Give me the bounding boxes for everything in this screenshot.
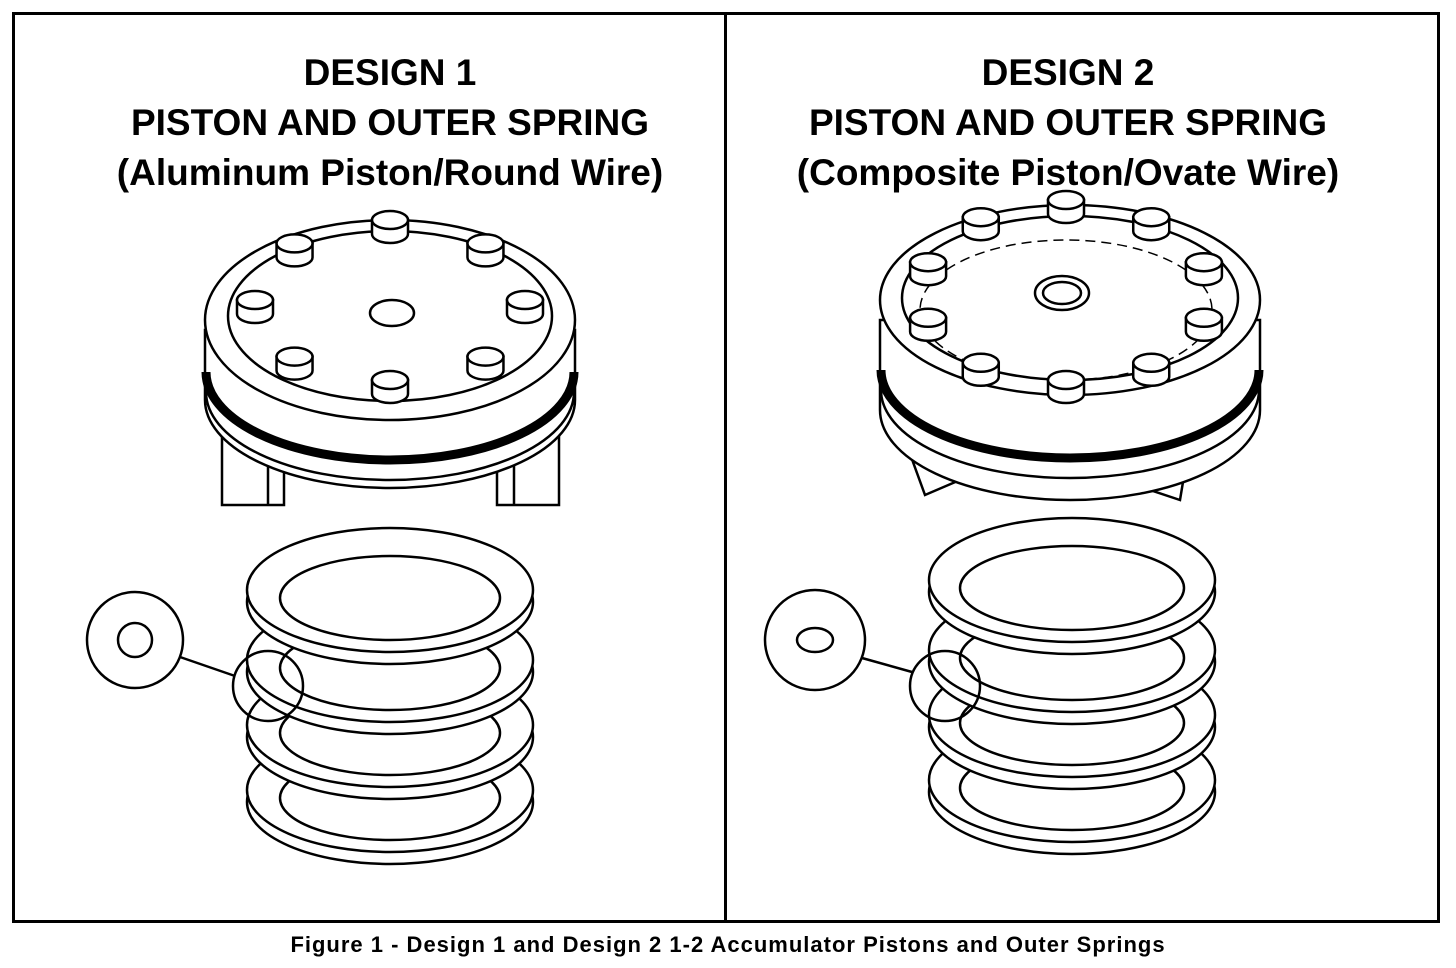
design-1-piston-pins xyxy=(235,209,545,405)
design-2-subtitle: PISTON AND OUTER SPRING xyxy=(808,102,1328,143)
pin-top xyxy=(370,209,410,231)
spring-coil xyxy=(245,526,535,654)
design-1-title: DESIGN 1 xyxy=(303,52,477,93)
pin-top xyxy=(908,307,948,329)
pin-top xyxy=(466,346,505,367)
spring-coil xyxy=(927,516,1217,644)
pin-top xyxy=(235,289,275,311)
design-2-outer-spring xyxy=(927,516,1217,856)
design-1-heading: DESIGN 1 PISTON AND OUTER SPRING (Alumin… xyxy=(40,48,740,198)
pin-top xyxy=(275,233,314,254)
pin-top xyxy=(1046,189,1086,211)
pin-top xyxy=(908,251,948,273)
design-2-detail: (Composite Piston/Ovate Wire) xyxy=(796,152,1340,193)
pin-top xyxy=(1184,307,1224,329)
spring-coil-inner xyxy=(278,554,502,642)
design-1-outer-spring xyxy=(245,526,535,866)
design-1-aluminum-piston xyxy=(201,209,579,507)
design-2-piston-pins xyxy=(908,189,1224,405)
pin-top xyxy=(1131,352,1171,374)
design-1-subtitle: PISTON AND OUTER SPRING xyxy=(130,102,650,143)
design-2-title: DESIGN 2 xyxy=(981,52,1155,93)
panel-divider xyxy=(724,12,727,923)
spring-coil-inner xyxy=(958,544,1186,632)
pin-top xyxy=(466,233,505,254)
design-2-composite-piston xyxy=(876,189,1264,502)
design-2-heading: DESIGN 2 PISTON AND OUTER SPRING (Compos… xyxy=(718,48,1418,198)
design-1-detail: (Aluminum Piston/Round Wire) xyxy=(116,152,664,193)
pin-top xyxy=(1131,206,1171,228)
pin-top xyxy=(505,289,545,311)
design-1-round-wire-callout xyxy=(85,590,305,723)
figure-caption: Figure 1 - Design 1 and Design 2 1-2 Acc… xyxy=(290,932,1166,957)
pin-top xyxy=(961,352,1001,374)
design-2-ovate-wire-callout xyxy=(763,588,982,723)
pin-top xyxy=(275,346,314,367)
pin-top xyxy=(1046,369,1086,391)
pin-top xyxy=(1184,251,1224,273)
pin-top xyxy=(370,369,410,391)
pin-top xyxy=(961,206,1001,228)
